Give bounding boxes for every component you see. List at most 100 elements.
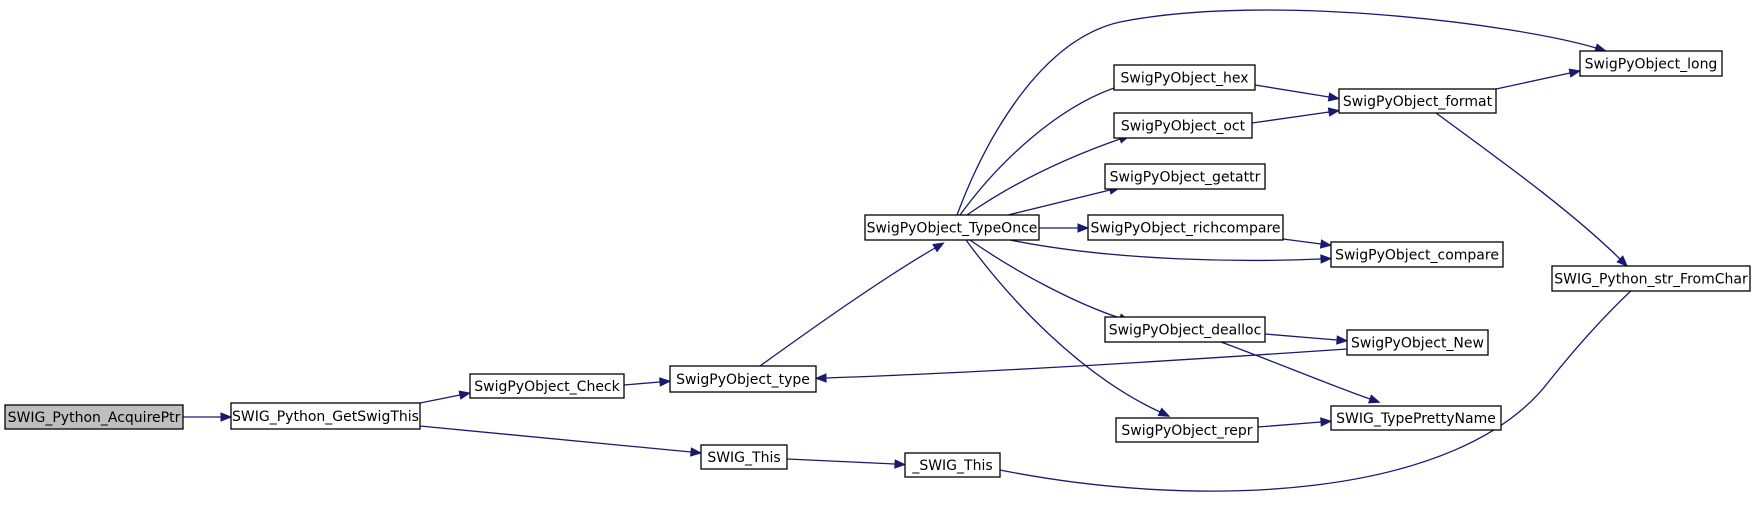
edge-line xyxy=(1435,112,1621,260)
edge-line xyxy=(965,239,1161,413)
edge-_swig_this-to-python_str_fromchar xyxy=(999,269,1655,492)
edge-line xyxy=(1495,72,1571,90)
arrowhead-icon xyxy=(1319,239,1333,249)
edge-swig_this-to-_swig_this xyxy=(786,458,907,469)
edge-pyobj_richcompare-to-pyobj_compare xyxy=(1282,238,1333,249)
edge-line xyxy=(419,394,461,404)
node-pyobj-repr[interactable]: SwigPyObject_repr xyxy=(1115,417,1259,443)
node--swig-this[interactable]: _SWIG_This xyxy=(904,452,1001,478)
edge-line xyxy=(786,458,896,465)
edge-pyobj_oct-to-pyobj_format xyxy=(1251,107,1341,124)
node-box xyxy=(1104,316,1266,343)
edge-pyobj_repr-to-type_pretty_name xyxy=(1257,417,1333,428)
node-box xyxy=(1338,88,1497,114)
edge-get_swig_this-to-pyobj_check xyxy=(419,390,472,404)
arrowhead-icon xyxy=(814,373,827,383)
node-label: SwigPyObject_long xyxy=(1585,57,1718,73)
node-box xyxy=(1579,50,1723,77)
node-swig-this[interactable]: SWIG_This xyxy=(700,444,788,470)
node-pyobj-check[interactable]: SwigPyObject_Check xyxy=(469,373,625,399)
node-pyobj-typeonce[interactable]: SwigPyObject_TypeOnce xyxy=(864,214,1040,241)
node-label: SWIG_This xyxy=(707,450,780,466)
arrowhead-icon xyxy=(1327,92,1341,102)
node-box xyxy=(230,402,421,430)
node-box xyxy=(904,452,1001,478)
edge-line xyxy=(759,247,936,367)
arrowhead-icon xyxy=(220,412,233,422)
node-python-str-fromchar[interactable]: SWIG_Python_str_FromChar xyxy=(1551,265,1751,292)
edge-pyobj_format-to-python_str_fromchar xyxy=(1435,112,1629,267)
arrowhead-icon xyxy=(1336,335,1349,345)
node-pyobj-compare[interactable]: SwigPyObject_compare xyxy=(1330,241,1504,268)
node-label: SWIG_Python_GetSwigThis xyxy=(232,409,419,425)
node-label: SwigPyObject_Check xyxy=(474,379,620,395)
node-pyobj-richcompare[interactable]: SwigPyObject_richcompare xyxy=(1087,214,1284,241)
edge-line xyxy=(1220,341,1371,400)
edge-line xyxy=(999,276,1647,492)
edge-line xyxy=(825,348,1348,379)
edge-pyobj_check-to-pyobj_type xyxy=(623,377,672,387)
node-acquire-ptr[interactable]: SWIG_Python_AcquirePtr xyxy=(4,404,184,430)
edge-pyobj_dealloc-to-type_pretty_name xyxy=(1220,341,1381,404)
arrowhead-icon xyxy=(690,447,703,457)
node-label: SwigPyObject_repr xyxy=(1121,423,1252,439)
node-label: SwigPyObject_format xyxy=(1343,94,1493,110)
node-box xyxy=(1115,417,1259,443)
node-box xyxy=(1113,64,1256,91)
edge-line xyxy=(419,425,692,453)
node-label: SwigPyObject_New xyxy=(1351,336,1484,352)
node-pyobj-new[interactable]: SwigPyObject_New xyxy=(1346,329,1489,356)
node-pyobj-dealloc[interactable]: SwigPyObject_dealloc xyxy=(1104,316,1266,343)
edge-pyobj_typeonce-to-pyobj_richcompare xyxy=(1039,223,1090,233)
arrowhead-icon xyxy=(1320,417,1333,427)
node-label: SwigPyObject_type xyxy=(676,372,810,388)
node-pyobj-type[interactable]: SwigPyObject_type xyxy=(669,365,817,393)
node-box xyxy=(1346,329,1489,356)
edge-pyobj_new-to-pyobj_type xyxy=(814,348,1348,383)
node-label: SwigPyObject_compare xyxy=(1335,248,1499,264)
arrowhead-icon xyxy=(1320,254,1333,264)
node-label: SWIG_Python_AcquirePtr xyxy=(8,410,181,426)
node-label: SWIG_Python_str_FromChar xyxy=(1554,272,1748,288)
node-label: SwigPyObject_hex xyxy=(1121,71,1249,87)
node-pyobj-hex[interactable]: SwigPyObject_hex xyxy=(1113,64,1256,91)
edge-pyobj_typeonce-to-pyobj_hex xyxy=(959,81,1131,216)
node-box xyxy=(700,444,788,470)
edge-line xyxy=(1009,239,1322,262)
node-label: SwigPyObject_getattr xyxy=(1110,170,1261,186)
node-label: SWIG_TypePrettyName xyxy=(1336,411,1496,427)
node-box xyxy=(1113,112,1253,139)
arrowhead-icon xyxy=(659,377,672,387)
edge-line xyxy=(966,138,1121,216)
edge-line xyxy=(1264,333,1338,341)
arrowhead-icon xyxy=(1367,394,1381,404)
node-pyobj-format[interactable]: SwigPyObject_format xyxy=(1338,88,1497,114)
node-box xyxy=(1087,214,1284,241)
arrowhead-icon xyxy=(1568,68,1582,78)
node-pyobj-long[interactable]: SwigPyObject_long xyxy=(1579,50,1723,77)
edge-get_swig_this-to-swig_this xyxy=(419,425,703,457)
edge-pyobj_hex-to-pyobj_format xyxy=(1254,84,1341,102)
edge-line xyxy=(1007,189,1111,216)
arrowhead-icon xyxy=(1616,255,1629,267)
node-label: SwigPyObject_richcompare xyxy=(1090,221,1280,237)
edge-line xyxy=(959,85,1121,216)
edge-pyobj_dealloc-to-pyobj_new xyxy=(1264,333,1349,345)
edge-pyobj_typeonce-to-pyobj_getattr xyxy=(1007,185,1121,216)
edge-line xyxy=(969,239,1121,319)
node-pyobj-getattr[interactable]: SwigPyObject_getattr xyxy=(1104,163,1266,190)
arrowhead-icon xyxy=(1327,107,1341,117)
edge-pyobj_typeonce-to-pyobj_dealloc xyxy=(969,239,1131,323)
node-label: SwigPyObject_oct xyxy=(1121,119,1246,135)
node-label: _SWIG_This xyxy=(911,458,992,474)
node-type-pretty-name[interactable]: SWIG_TypePrettyName xyxy=(1330,405,1502,431)
edge-pyobj_typeonce-to-pyobj_compare xyxy=(1009,239,1333,264)
node-box xyxy=(469,373,625,399)
arrowhead-icon xyxy=(458,390,472,400)
edge-line xyxy=(1254,84,1330,98)
node-get-swig-this[interactable]: SWIG_Python_GetSwigThis xyxy=(230,402,421,430)
node-label: SwigPyObject_dealloc xyxy=(1109,323,1262,339)
node-pyobj-oct[interactable]: SwigPyObject_oct xyxy=(1113,112,1253,139)
edge-line xyxy=(1282,238,1322,245)
